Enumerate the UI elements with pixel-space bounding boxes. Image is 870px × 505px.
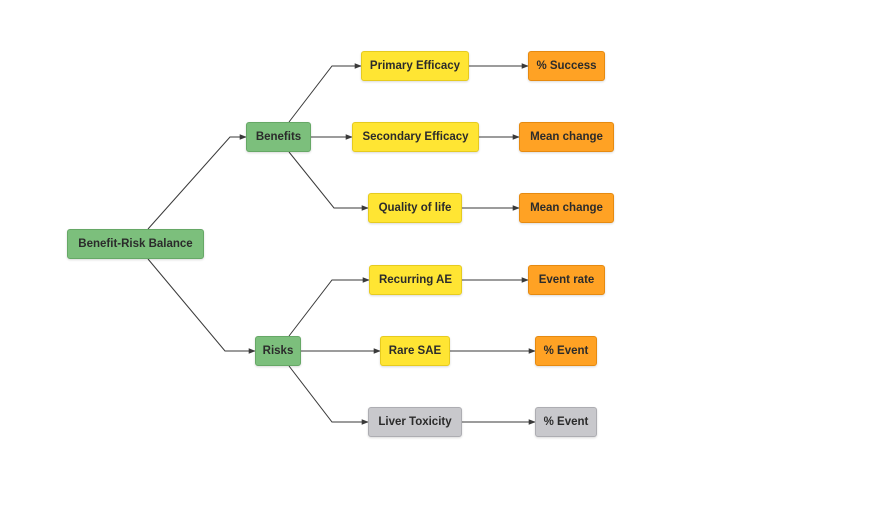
edge-root-risks	[147, 258, 256, 354]
criterion-liver-toxicity[interactable]: Liver Toxicity	[368, 407, 462, 437]
measure-quality-of-life[interactable]: Mean change	[519, 193, 614, 223]
edge-risks-liver	[288, 365, 369, 425]
measure-liver-toxicity[interactable]: % Event	[535, 407, 597, 437]
edge-benefits-qol	[288, 151, 369, 211]
measure-secondary-efficacy[interactable]: Mean change	[519, 122, 614, 152]
edge-root-benefits	[147, 134, 247, 230]
criterion-secondary-efficacy[interactable]: Secondary Efficacy	[352, 122, 479, 152]
criterion-quality-of-life[interactable]: Quality of life	[368, 193, 462, 223]
root-node[interactable]: Benefit-Risk Balance	[67, 229, 204, 259]
measure-rare-sae[interactable]: % Event	[535, 336, 597, 366]
measure-recurring-ae[interactable]: Event rate	[528, 265, 605, 295]
edge-benefits-primary	[288, 63, 362, 123]
criterion-rare-sae[interactable]: Rare SAE	[380, 336, 450, 366]
criterion-recurring-ae[interactable]: Recurring AE	[369, 265, 462, 295]
benefits-node[interactable]: Benefits	[246, 122, 311, 152]
criterion-primary-efficacy[interactable]: Primary Efficacy	[361, 51, 469, 81]
measure-primary-efficacy[interactable]: % Success	[528, 51, 605, 81]
risks-node[interactable]: Risks	[255, 336, 301, 366]
edge-risks-recurring	[288, 277, 370, 337]
